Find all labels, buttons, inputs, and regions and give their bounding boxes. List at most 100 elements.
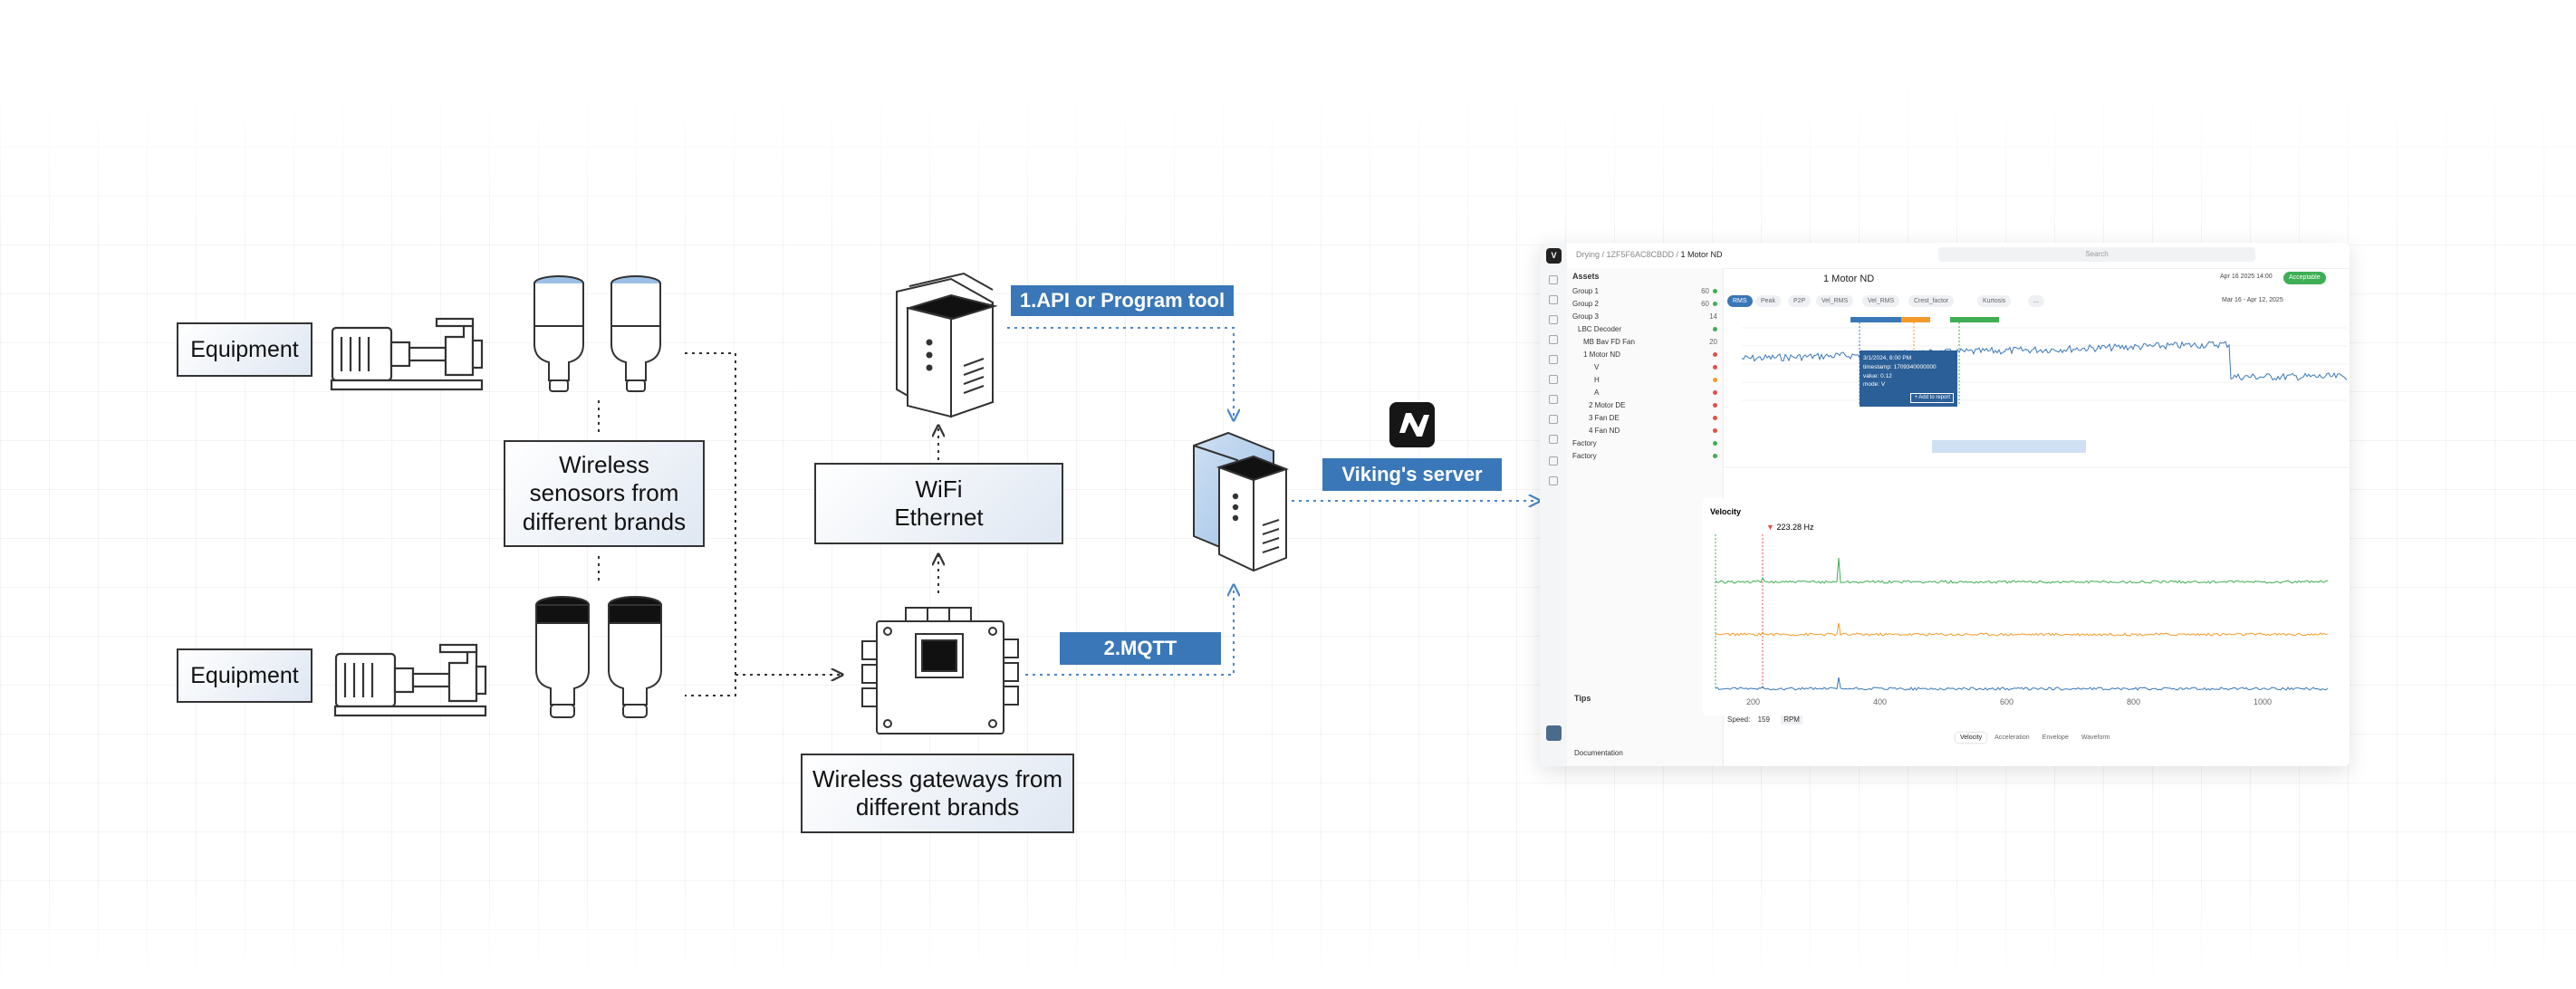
- breadcrumb: Drying / 1ZF5F6AC8CBDD / 1 Motor ND: [1576, 250, 1723, 259]
- bell-icon[interactable]: [1549, 295, 1558, 304]
- globe-icon[interactable]: [1549, 335, 1558, 344]
- pump-motor-icon-bottom: [333, 643, 487, 717]
- filter-pill[interactable]: Vel_RMS: [1816, 295, 1854, 307]
- filter-pill[interactable]: Peak: [1755, 295, 1781, 307]
- vibration-sensor-dark-icon: [535, 596, 662, 718]
- trend-line: [1741, 341, 2348, 381]
- gateway-box-icon: [861, 607, 1019, 735]
- tree-item-label: 2 Motor DE: [1589, 400, 1626, 409]
- filter-pill[interactable]: Crest_factor: [1908, 295, 1955, 307]
- api-tag: 1.API or Program tool: [1011, 285, 1234, 316]
- tree-item-label: 3 Fan DE: [1589, 413, 1620, 422]
- tree-item[interactable]: Factory: [1567, 449, 1723, 462]
- app-logo-icon: V: [1546, 248, 1562, 264]
- tree-item-label: Group 2: [1572, 299, 1599, 308]
- tree-item[interactable]: Group 2 60: [1567, 297, 1723, 310]
- tree-item[interactable]: LBC Decoder: [1567, 322, 1723, 335]
- tree-item-label: 1 Motor ND: [1583, 350, 1620, 359]
- documentation-link[interactable]: Documentation: [1574, 749, 1623, 757]
- spectrum-x-tick: 400: [1873, 697, 1887, 706]
- cursor-frequency: ▼ 223.28 Hz: [1766, 523, 1814, 532]
- filter-pill[interactable]: Kurtosis: [1977, 295, 2012, 307]
- tree-item[interactable]: Group 3 14: [1567, 310, 1723, 322]
- equipment-label-top: Equipment: [177, 322, 312, 377]
- status-dot: [1713, 301, 1717, 306]
- sensors-label: Wireless senosors from different brands: [504, 440, 705, 547]
- tree-item[interactable]: 3 Fan DE: [1567, 411, 1723, 424]
- flow-icon[interactable]: [1549, 415, 1558, 424]
- asset-title: 1 Motor ND: [1823, 274, 1875, 284]
- tree-item-label: Group 3: [1572, 312, 1599, 321]
- avatar[interactable]: [1546, 725, 1562, 741]
- filter-pill[interactable]: RMS: [1727, 295, 1753, 307]
- status-dot: [1713, 427, 1717, 433]
- home-icon[interactable]: [1549, 275, 1558, 284]
- tree-item-label: A: [1594, 388, 1600, 397]
- tree-item-label: Group 1: [1572, 286, 1599, 295]
- status-dot: [1713, 453, 1717, 458]
- point-tooltip: 3/1/2024, 8:00 PM timestamp: 17093400000…: [1860, 350, 1957, 407]
- filter-pill[interactable]: ...: [2028, 295, 2044, 307]
- tree-item-count: 60: [1701, 299, 1709, 308]
- time-brush[interactable]: [1932, 440, 2086, 453]
- status-dot: [1713, 377, 1717, 382]
- bottom-fade: [0, 880, 2576, 989]
- report-icon[interactable]: [1549, 375, 1558, 384]
- chat-icon[interactable]: [1549, 476, 1558, 485]
- chart-icon[interactable]: [1549, 355, 1558, 364]
- tree-item-label: Factory: [1572, 438, 1597, 447]
- tree-item[interactable]: A: [1567, 386, 1723, 398]
- tab-envelope[interactable]: Envelope: [2042, 735, 2069, 741]
- tree-item-label: Factory: [1572, 451, 1597, 460]
- top-fade: [0, 0, 2576, 235]
- tab-acceleration[interactable]: Acceleration: [1994, 735, 2030, 741]
- gateways-label: Wireless gateways from different brands: [801, 754, 1074, 833]
- viking-logo-icon: [1389, 402, 1435, 447]
- tree-item[interactable]: Factory: [1567, 437, 1723, 449]
- date-range[interactable]: Mar 16 - Apr 12, 2025: [2222, 297, 2283, 303]
- nav-rail: V: [1540, 243, 1567, 766]
- tree-item[interactable]: 2 Motor DE: [1567, 398, 1723, 411]
- gear-icon[interactable]: [1549, 395, 1558, 404]
- server-tower-icon: [896, 272, 998, 418]
- tree-item-count: 14: [1709, 312, 1717, 321]
- main-panel: 1 Motor ND Apr 16 2025 14:00 Acceptable …: [1724, 268, 2350, 766]
- top-bar: Drying / 1ZF5F6AC8CBDD / 1 Motor ND Sear…: [1567, 243, 2350, 269]
- list-icon[interactable]: [1549, 435, 1558, 444]
- pump-motor-icon-top: [330, 317, 484, 391]
- users-icon[interactable]: [1549, 315, 1558, 324]
- spectrum-title: Velocity: [1710, 507, 1742, 516]
- status-dot: [1713, 288, 1717, 293]
- tab-velocity[interactable]: Velocity: [1956, 733, 1987, 743]
- wifi-ethernet-label: WiFi Ethernet: [814, 463, 1063, 544]
- spectrum-tabs: Velocity Acceleration Envelope Waveform: [1956, 733, 2115, 743]
- status-dot: [1713, 364, 1717, 370]
- tab-waveform[interactable]: Waveform: [2081, 735, 2110, 741]
- sidebar-header: Assets: [1572, 272, 1600, 281]
- trend-chart: [1724, 317, 2350, 468]
- search-input[interactable]: Search: [1938, 247, 2255, 262]
- network-connectors: [1007, 327, 1540, 676]
- tree-item[interactable]: H: [1567, 373, 1723, 386]
- tree-item[interactable]: 4 Fan ND: [1567, 424, 1723, 437]
- tree-item[interactable]: 1 Motor ND: [1567, 348, 1723, 360]
- timestamp: Apr 16 2025 14:00: [2220, 274, 2273, 280]
- status-dot: [1713, 415, 1717, 420]
- vibration-sensor-icon: [533, 275, 661, 392]
- equipment-label-bottom: Equipment: [177, 648, 312, 703]
- filter-pill[interactable]: P2P: [1788, 295, 1812, 307]
- tree-item-count: 20: [1709, 337, 1717, 346]
- filter-pill[interactable]: Vel_RMS: [1862, 295, 1900, 307]
- tips-label: Tips: [1574, 694, 1591, 703]
- tree-item-label: V: [1594, 362, 1600, 371]
- status-dot: [1713, 326, 1717, 331]
- status-dot: [1713, 440, 1717, 446]
- server-tag: Viking's server: [1322, 458, 1502, 491]
- help-icon[interactable]: [1549, 456, 1558, 466]
- tree-item[interactable]: V: [1567, 360, 1723, 373]
- add-to-report-button[interactable]: + Add to report: [1910, 393, 1954, 403]
